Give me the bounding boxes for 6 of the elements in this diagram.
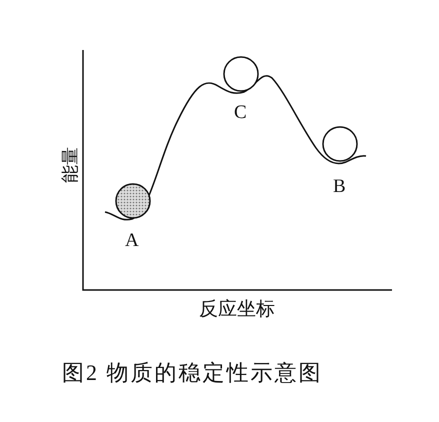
axis-title: 反应坐标 xyxy=(199,300,275,319)
point-label: A xyxy=(125,231,139,250)
point-label: B xyxy=(333,177,346,196)
axis-title: 能量 xyxy=(61,147,79,183)
point-label: C xyxy=(234,103,247,122)
figure-caption: 图2 物质的稳定性示意图 xyxy=(62,362,322,384)
